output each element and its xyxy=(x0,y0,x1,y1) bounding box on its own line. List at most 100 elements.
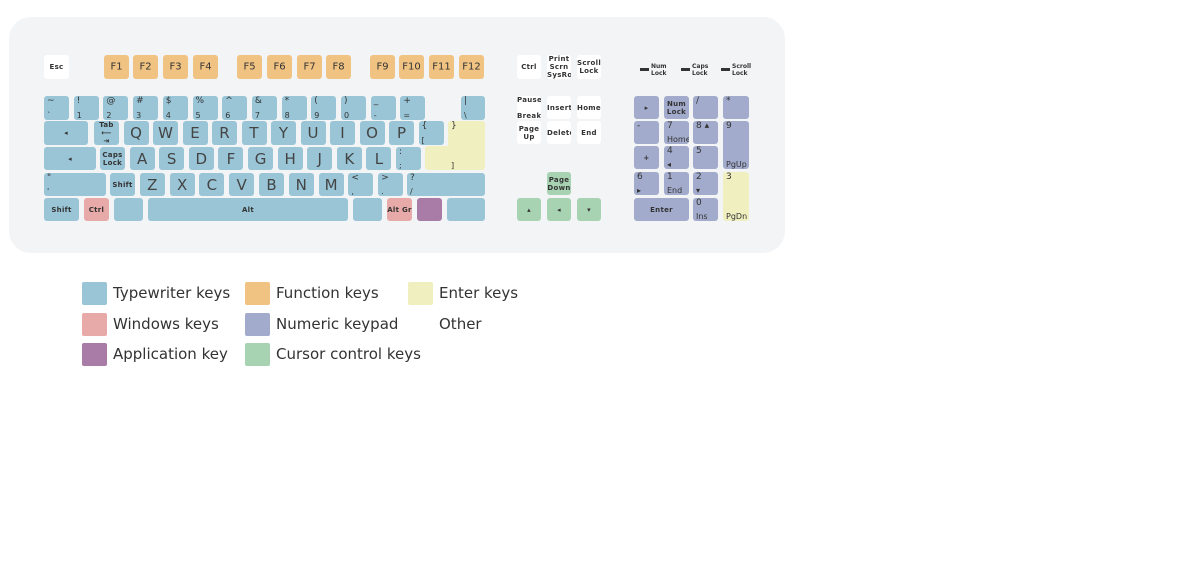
enter-key[interactable]: }] xyxy=(448,121,485,170)
arrow-right-key[interactable]: ▾ xyxy=(577,198,601,221)
number-row-key[interactable]: (9 xyxy=(311,96,337,120)
letter-key[interactable]: L xyxy=(366,147,392,170)
letter-key[interactable]: Tab ⟵ ⇥ xyxy=(94,121,119,145)
application-key[interactable] xyxy=(417,198,442,221)
letter-key[interactable]: :; xyxy=(396,147,421,170)
arrow-down-key[interactable]: ◂ xyxy=(547,198,571,221)
left-ctrl-key[interactable]: Shift xyxy=(44,198,79,221)
enter-key-lower[interactable] xyxy=(425,146,451,170)
f2-key[interactable]: F2 xyxy=(133,55,158,79)
number-row-key[interactable]: _- xyxy=(370,96,396,120)
letter-key[interactable]: H xyxy=(277,147,303,170)
letter-key[interactable]: S xyxy=(159,147,185,170)
numpad-minus-key[interactable]: * xyxy=(723,96,749,119)
left-alt-key[interactable] xyxy=(114,198,143,221)
page-up-key[interactable]: Home xyxy=(577,96,601,119)
letter-key[interactable]: B xyxy=(259,173,284,196)
number-row-key[interactable]: &7 xyxy=(251,96,277,120)
left-windows-key[interactable]: Ctrl xyxy=(84,198,109,221)
letter-key[interactable]: T xyxy=(241,121,267,145)
letter-key[interactable]: Q xyxy=(123,121,149,145)
f7-key[interactable]: F7 xyxy=(297,55,322,79)
print-screen-key[interactable]: Ctrl xyxy=(517,55,541,79)
numpad-4-key[interactable]: + xyxy=(634,146,659,169)
left-shift-key[interactable]: "' xyxy=(44,173,106,196)
letter-key[interactable]: Z xyxy=(139,173,165,196)
arrow-left-key[interactable]: ▴ xyxy=(517,198,541,221)
letter-key[interactable]: V xyxy=(229,173,255,196)
right-windows-key[interactable]: Alt Gr xyxy=(387,198,412,221)
letter-key[interactable]: M xyxy=(318,173,344,196)
letter-key[interactable]: Shift xyxy=(110,173,135,196)
backspace-key[interactable]: |\ xyxy=(461,96,485,120)
f11-key[interactable]: F11 xyxy=(429,55,454,79)
alt-gr-key[interactable] xyxy=(353,198,382,221)
numpad-9-key[interactable]: 8 ▴ xyxy=(693,121,718,144)
f10-key[interactable]: F10 xyxy=(399,55,424,79)
insert-key[interactable]: Pause Break xyxy=(517,96,541,119)
letter-key[interactable]: U xyxy=(300,121,326,145)
letter-key[interactable]: C xyxy=(199,173,225,196)
pause-key[interactable]: Scroll Lock xyxy=(577,55,601,79)
number-row-key[interactable]: !1 xyxy=(73,96,99,120)
letter-key[interactable]: {[ xyxy=(418,121,444,145)
num-lock-key[interactable]: ▸ xyxy=(634,96,659,119)
numpad-multiply-key[interactable]: / xyxy=(693,96,718,119)
number-row-key[interactable]: ^6 xyxy=(222,96,248,120)
number-row-key[interactable]: #3 xyxy=(133,96,159,120)
letter-key[interactable]: E xyxy=(182,121,208,145)
f3-key[interactable]: F3 xyxy=(163,55,188,79)
f4-key[interactable]: F4 xyxy=(193,55,218,79)
f8-key[interactable]: F8 xyxy=(326,55,351,79)
space-key[interactable]: Alt xyxy=(148,198,348,221)
letter-key[interactable]: K xyxy=(336,147,362,170)
number-row-key[interactable]: )0 xyxy=(341,96,366,120)
numpad-0-key[interactable]: Enter xyxy=(634,198,689,221)
letter-key[interactable]: J xyxy=(307,147,333,170)
letter-key[interactable]: W xyxy=(153,121,178,145)
end-key[interactable]: Delete xyxy=(547,121,571,144)
tab-key[interactable]: ◂ xyxy=(44,121,88,145)
letter-key[interactable]: P xyxy=(389,121,414,145)
letter-key[interactable]: N xyxy=(288,173,314,196)
numpad-3-key[interactable]: 2 ▾ xyxy=(693,172,718,195)
delete-key[interactable]: Page Up xyxy=(517,121,541,144)
numpad-6-key[interactable]: 5 xyxy=(693,146,718,169)
number-row-key[interactable]: $4 xyxy=(162,96,188,120)
letter-key[interactable]: >. xyxy=(378,173,404,196)
f9-key[interactable]: F9 xyxy=(370,55,395,79)
numpad-5-key[interactable]: 4◂ xyxy=(664,146,689,169)
page-down-key[interactable]: End xyxy=(577,121,601,144)
esc-key[interactable]: Esc xyxy=(44,55,69,79)
letter-key[interactable]: O xyxy=(359,121,385,145)
number-row-key[interactable]: @2 xyxy=(103,96,129,120)
numpad-divide-key[interactable]: Num Lock xyxy=(664,96,689,119)
f5-key[interactable]: F5 xyxy=(237,55,262,79)
number-row-key[interactable]: ~` xyxy=(44,96,69,120)
f6-key[interactable]: F6 xyxy=(267,55,292,79)
arrow-up-key[interactable]: Page Down xyxy=(547,172,571,195)
letter-key[interactable]: <, xyxy=(348,173,374,196)
letter-key[interactable]: I xyxy=(330,121,355,145)
right-shift-key[interactable]: ?/ xyxy=(407,173,485,196)
numpad-1-key[interactable]: 6 ▸ xyxy=(634,172,659,195)
numpad-7-key[interactable]: - xyxy=(634,121,659,144)
letter-key[interactable]: Y xyxy=(271,121,296,145)
f1-key[interactable]: F1 xyxy=(104,55,129,79)
letter-key[interactable]: A xyxy=(129,147,155,170)
letter-key[interactable]: X xyxy=(169,173,195,196)
home-key[interactable]: Insert xyxy=(547,96,571,119)
f12-key[interactable]: F12 xyxy=(459,55,484,79)
caps-lock-key[interactable]: ◂ xyxy=(44,147,96,170)
letter-key[interactable]: D xyxy=(188,147,214,170)
letter-key[interactable]: Caps Lock xyxy=(100,147,125,170)
letter-key[interactable]: R xyxy=(212,121,237,145)
number-row-key[interactable]: %5 xyxy=(192,96,218,120)
right-ctrl-key[interactable] xyxy=(447,198,485,221)
scroll-lock-key[interactable]: Print Scrn SysRq xyxy=(547,55,571,79)
number-row-key[interactable]: *8 xyxy=(281,96,307,120)
